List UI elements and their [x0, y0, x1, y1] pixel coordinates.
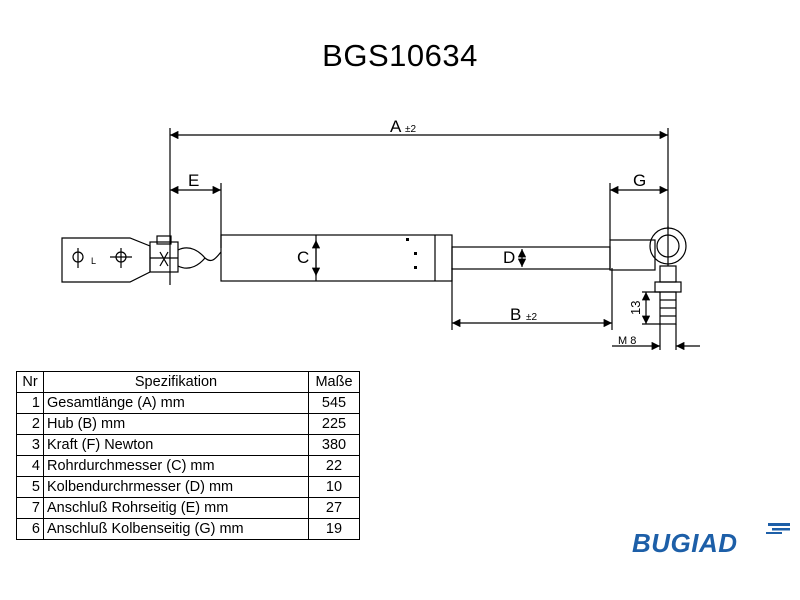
- table-row: 4 Rohrdurchmesser (C) mm 22: [16, 455, 360, 477]
- row-nr: 4: [16, 455, 44, 477]
- cylinder-tube: [220, 234, 453, 282]
- header-nr: Nr: [16, 371, 44, 393]
- row-spec: Kraft (F) Newton: [43, 434, 309, 456]
- brand-logo: BUGIAD: [632, 528, 738, 558]
- table-row: 5 Kolbendurchrmesser (D) mm 10: [16, 476, 360, 498]
- label-c: C: [297, 248, 309, 267]
- table-header-row: Nr Spezifikation Maße: [16, 371, 360, 393]
- row-value: 22: [308, 455, 360, 477]
- row-nr: 2: [16, 413, 44, 435]
- right-collar: [609, 239, 656, 271]
- label-l: L: [91, 256, 96, 266]
- row-value: 225: [308, 413, 360, 435]
- row-spec: Hub (B) mm: [43, 413, 309, 435]
- row-nr: 1: [16, 392, 44, 414]
- row-spec: Anschluß Kolbenseitig (G) mm: [43, 518, 309, 540]
- label-a-tol: ±2: [405, 124, 416, 135]
- table-row: 6 Anschluß Kolbenseitig (G) mm 19: [16, 518, 360, 540]
- header-spezifikation: Spezifikation: [43, 371, 309, 393]
- row-nr: 5: [16, 476, 44, 498]
- row-spec: Rohrdurchmesser (C) mm: [43, 455, 309, 477]
- label-b-tol: ±2: [526, 312, 537, 323]
- row-spec: Kolbendurchrmesser (D) mm: [43, 476, 309, 498]
- table-row: 7 Anschluß Rohrseitig (E) mm 27: [16, 497, 360, 519]
- row-value: 380: [308, 434, 360, 456]
- table-row: 2 Hub (B) mm 225: [16, 413, 360, 435]
- table-row: 1 Gesamtlänge (A) mm 545: [16, 392, 360, 414]
- label-g: G: [633, 171, 646, 190]
- brand-mark-icon: [766, 523, 790, 534]
- row-nr: 7: [16, 497, 44, 519]
- row-value: 10: [308, 476, 360, 498]
- row-value: 27: [308, 497, 360, 519]
- threaded-stud: [659, 265, 677, 283]
- label-e: E: [188, 171, 199, 190]
- label-a: A: [390, 117, 402, 136]
- label-thread-len: 13: [628, 301, 643, 315]
- piston-rod: [451, 246, 611, 270]
- table-row: 3 Kraft (F) Newton 380: [16, 434, 360, 456]
- left-eye-bracket: [61, 237, 151, 283]
- label-b: B: [510, 305, 521, 324]
- row-value: 545: [308, 392, 360, 414]
- label-d: D: [503, 248, 515, 267]
- specification-table: Nr Spezifikation Maße 1 Gesamtlänge (A) …: [16, 371, 360, 540]
- row-spec: Gesamtlänge (A) mm: [43, 392, 309, 414]
- row-nr: 6: [16, 518, 44, 540]
- left-joint: [149, 241, 179, 273]
- part-number-title: BGS10634: [322, 38, 478, 73]
- row-nr: 3: [16, 434, 44, 456]
- row-spec: Anschluß Rohrseitig (E) mm: [43, 497, 309, 519]
- label-thread: M 8: [618, 335, 636, 347]
- header-masse: Maße: [308, 371, 360, 393]
- row-value: 19: [308, 518, 360, 540]
